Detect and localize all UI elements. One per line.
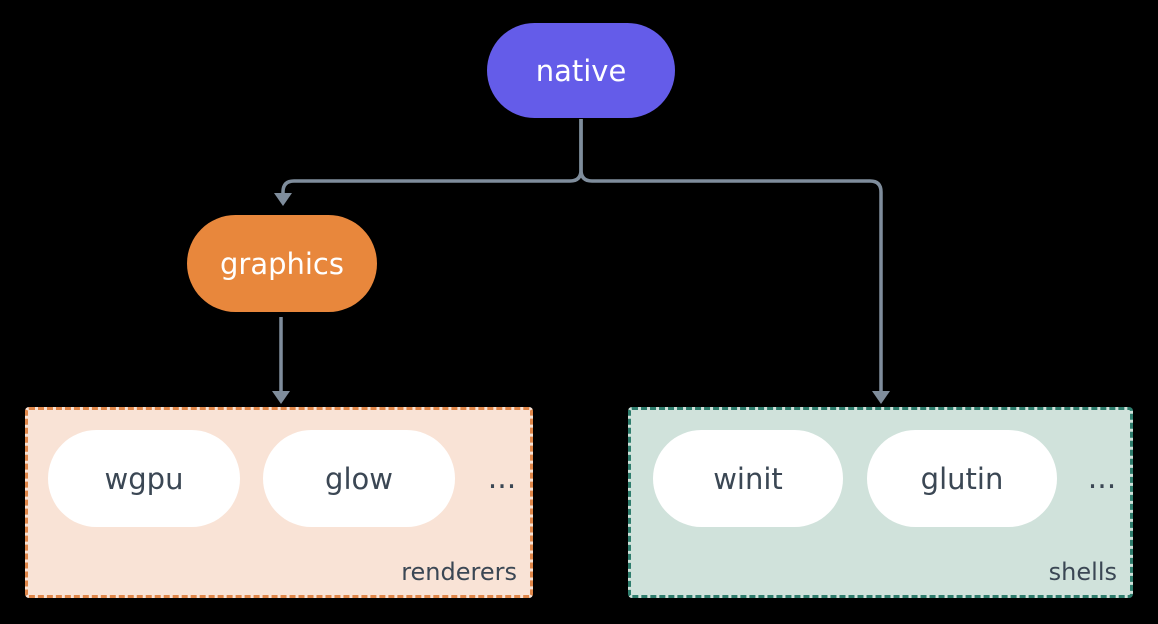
arrowhead-shells xyxy=(872,391,890,404)
node-graphics: graphics xyxy=(187,215,377,312)
pill-glow: glow xyxy=(263,430,455,527)
shells-ellipsis: ... xyxy=(1087,461,1117,496)
group-renderers-label: renderers xyxy=(401,558,517,586)
group-shells-label: shells xyxy=(1048,558,1117,586)
group-shells: winit glutin ... shells xyxy=(628,407,1133,598)
pill-wgpu-label: wgpu xyxy=(104,461,184,496)
node-native-label: native xyxy=(535,53,627,88)
pill-wgpu: wgpu xyxy=(48,430,240,527)
renderers-ellipsis: ... xyxy=(487,461,517,496)
node-native: native xyxy=(487,23,675,118)
pill-glutin: glutin xyxy=(867,430,1057,527)
pill-winit: winit xyxy=(653,430,843,527)
pill-winit-label: winit xyxy=(713,461,783,496)
group-renderers: wgpu glow ... renderers xyxy=(25,407,533,598)
pill-glutin-label: glutin xyxy=(920,461,1004,496)
connector-native-to-graphics xyxy=(281,119,583,193)
arrowhead-graphics xyxy=(274,193,292,206)
arrowhead-renderers xyxy=(272,391,290,404)
connector-native-to-shells xyxy=(579,119,883,391)
node-graphics-label: graphics xyxy=(219,246,344,281)
pill-glow-label: glow xyxy=(325,461,393,496)
